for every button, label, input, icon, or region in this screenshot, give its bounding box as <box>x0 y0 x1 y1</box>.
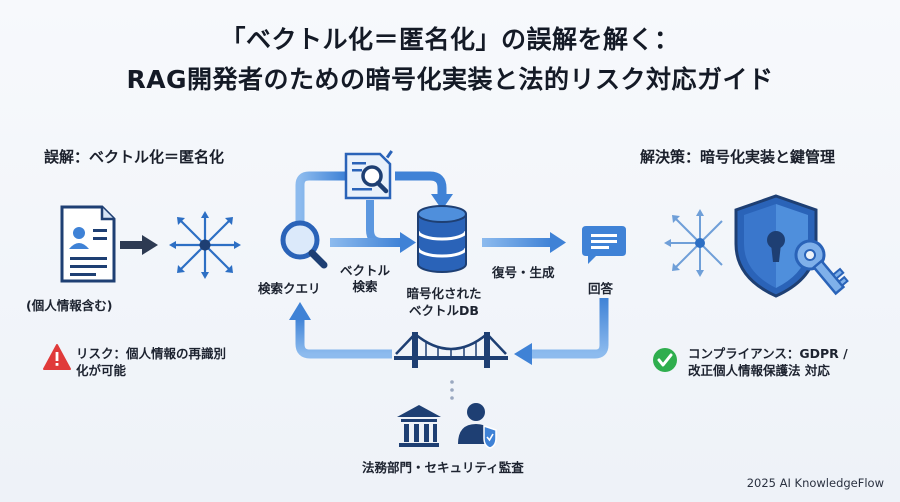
solution-heading: 解決策：暗号化実装と鍵管理 <box>640 148 836 166</box>
user-shield-icon <box>458 403 497 449</box>
page-title-line1: 「ベクトル化＝匿名化」の誤解を解く： <box>220 25 680 54</box>
decrypt-label: 復号・生成 <box>492 265 555 280</box>
arrow-decrypt-generate <box>482 232 566 253</box>
compliance-line2: 改正個人情報保護法 対応 <box>688 363 830 378</box>
answer-label: 回答 <box>588 281 614 296</box>
analysis-doc-icon <box>344 150 393 200</box>
footer-credit: 2025 AI KnowledgeFlow <box>746 476 884 490</box>
db-label: 暗号化された ベクトルDB <box>400 285 488 319</box>
vector-search-line2: 検索 <box>352 279 378 294</box>
arrow-answer-return <box>514 298 609 365</box>
vector-search-label: ベクトル 検索 <box>340 263 390 295</box>
chat-bubble-icon <box>582 226 626 264</box>
bridge-icon <box>394 332 508 368</box>
risk-note: リスク：個人情報の再識別 化が可能 <box>76 345 226 379</box>
compliance-note: コンプライアンス：GDPR / 改正個人情報保護法 対応 <box>688 345 848 379</box>
misconception-heading: 誤解：ベクトル化＝匿名化 <box>44 148 225 166</box>
audit-label: 法務部門・セキュリティ監査 <box>362 460 524 475</box>
bank-icon <box>397 405 441 447</box>
arrow-analysis-to-db <box>395 171 453 210</box>
document-label: (個人情報含む) <box>26 298 113 313</box>
vector-burst-icon <box>169 211 241 279</box>
arrow-vector-search <box>330 232 416 253</box>
database-icon <box>416 205 468 273</box>
arrow-doc-to-vector <box>120 235 158 255</box>
key-icon <box>794 239 849 296</box>
page-title-line2: RAG開発者のための暗号化実装と法的リスク対応ガイド <box>126 65 774 94</box>
arrow-analysis-down <box>366 200 402 246</box>
arrow-query-to-analysis <box>295 171 345 222</box>
vector-burst-icon-right <box>664 209 723 277</box>
vector-search-line1: ベクトル <box>340 263 391 278</box>
compliance-line1: コンプライアンス：GDPR / <box>688 346 848 361</box>
check-icon <box>653 348 677 372</box>
warning-icon <box>43 344 71 370</box>
risk-text-line2: 化が可能 <box>76 363 127 378</box>
shield-lock-icon <box>734 194 818 298</box>
query-label: 検索クエリ <box>258 281 321 296</box>
magnifier-icon <box>280 220 328 269</box>
dotted-connector <box>450 380 454 400</box>
db-label-line1: 暗号化された <box>406 286 482 301</box>
document-icon <box>60 205 116 283</box>
arrow-bridge-to-query <box>289 302 392 359</box>
db-label-line2: ベクトルDB <box>409 303 479 318</box>
risk-text-line1: リスク：個人情報の再識別 <box>76 346 227 361</box>
